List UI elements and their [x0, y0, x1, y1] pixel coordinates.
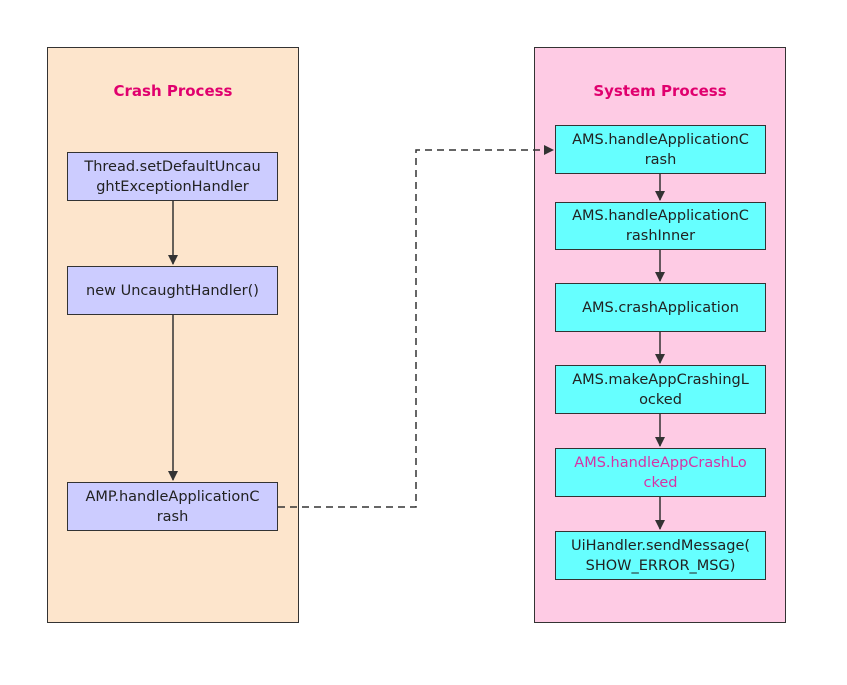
- node-ams-handle-application-crash: AMS.handleApplicationC rash: [555, 125, 766, 174]
- node-amp-handle-application-crash: AMP.handleApplicationC rash: [67, 482, 278, 531]
- system-process-title: System Process: [593, 82, 727, 100]
- node-label-line2: ghtExceptionHandler: [96, 178, 249, 195]
- node-label-line2: rashInner: [625, 228, 696, 244]
- node-label-line1: AMS.handleApplicationC: [572, 131, 749, 148]
- node-label-line2: rash: [644, 151, 677, 168]
- node-set-default-uncaught-exception-handler: Thread.setDefaultUncau ghtExceptionHandl…: [67, 152, 278, 201]
- node-label-line1: AMS.handleApplicationC: [572, 208, 749, 224]
- crash-process-title: Crash Process: [113, 82, 233, 100]
- node-label-line1: AMS.crashApplication: [582, 299, 739, 316]
- node-label-line1: Thread.setDefaultUncau: [84, 158, 261, 175]
- edge-crash-to-system: [278, 145, 554, 508]
- node-label-line1: AMS.makeAppCrashingL: [572, 371, 749, 388]
- node-label-line2: rash: [156, 508, 189, 525]
- node-label-line1: new UncaughtHandler(): [86, 282, 259, 299]
- node-new-uncaught-handler: new UncaughtHandler(): [67, 266, 278, 315]
- node-label-line1: AMS.handleAppCrashLo: [574, 454, 747, 471]
- node-ams-make-app-crashing-locked: AMS.makeAppCrashingL ocked: [555, 365, 766, 414]
- node-label-line2: ocked: [639, 391, 682, 408]
- node-ams-crash-application: AMS.crashApplication: [555, 283, 766, 332]
- node-ams-handle-app-crash-locked: AMS.handleAppCrashLo cked: [555, 448, 766, 497]
- node-label-line2: cked: [643, 474, 678, 491]
- node-label-line1: UiHandler.sendMessage(: [570, 537, 751, 554]
- node-ui-handler-send-message: UiHandler.sendMessage( SHOW_ERROR_MSG): [555, 531, 766, 580]
- node-ams-handle-application-crash-inner: AMS.handleApplicationC rashInner: [555, 202, 766, 250]
- node-label-line2: SHOW_ERROR_MSG): [585, 557, 736, 574]
- node-label-line1: AMP.handleApplicationC: [85, 488, 260, 505]
